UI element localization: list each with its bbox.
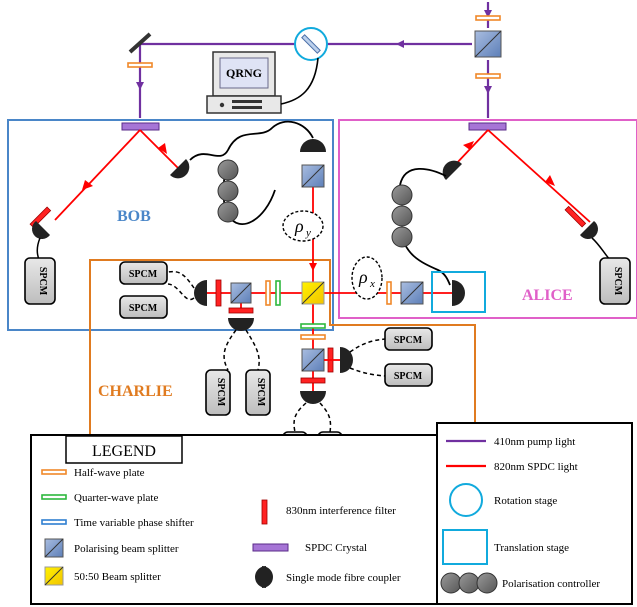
svg-text:x: x xyxy=(369,278,375,290)
bob-fibre xyxy=(189,120,314,161)
spcm-bob: SPCM xyxy=(24,257,56,305)
alice-charlie-coupler xyxy=(452,280,465,306)
charlie-left-coupler xyxy=(194,280,207,306)
svg-text:SPCM: SPCM xyxy=(129,303,158,314)
bob-spcm-coupler xyxy=(31,221,50,239)
qrng-computer xyxy=(206,51,282,114)
charlie-label: CHARLIE xyxy=(98,383,173,400)
bob-arm-pbs xyxy=(301,164,325,188)
alice-arm-pbs xyxy=(400,281,424,305)
charlie-v-quarter-wave-plate xyxy=(300,323,326,329)
alice-label: ALICE xyxy=(522,287,573,304)
qrng-label: QRNG xyxy=(226,66,262,80)
translation-stage xyxy=(431,271,486,313)
spcm-charlie-right-top: SPCM xyxy=(384,327,433,351)
spcm-charlie-left-bottom: SPCM xyxy=(119,295,168,319)
svg-text:Polarising beam splitter: Polarising beam splitter xyxy=(74,543,179,555)
spdc-arrows xyxy=(82,141,555,271)
charlie-bottom-coupler xyxy=(300,391,326,404)
svg-text:410nm pump light: 410nm pump light xyxy=(494,436,575,448)
pump-mirror xyxy=(128,32,152,54)
svg-text:Translation stage: Translation stage xyxy=(494,542,569,554)
spcm-charlie-mid-left: SPCM xyxy=(205,369,231,416)
svg-text:SPCM: SPCM xyxy=(37,267,48,296)
svg-text:820nm SPDC light: 820nm SPDC light xyxy=(494,461,578,473)
charlie-h-half-wave-plate xyxy=(265,280,271,306)
pump-half-wave-plate-left xyxy=(127,62,153,68)
svg-text:Half-wave plate: Half-wave plate xyxy=(74,467,145,479)
svg-text:SPCM: SPCM xyxy=(612,267,623,296)
rho-x-marker: ρ x xyxy=(351,256,383,300)
pump-arrows xyxy=(136,10,492,94)
qrng-cable xyxy=(280,57,319,105)
alice-box xyxy=(338,119,637,319)
charlie-h-quarter-wave-plate xyxy=(275,280,281,306)
bob-box xyxy=(7,119,334,331)
spcm-charlie-left-top: SPCM xyxy=(119,261,168,285)
alice-polarisation-controller xyxy=(391,184,413,248)
charlie-fibres xyxy=(167,270,387,433)
svg-text:Quarter-wave plate: Quarter-wave plate xyxy=(74,492,158,504)
svg-text:SPDC Crystal: SPDC Crystal xyxy=(305,542,367,554)
svg-text:Polarisation controller: Polarisation controller xyxy=(502,578,600,590)
svg-text:Time variable phase shifter: Time variable phase shifter xyxy=(74,517,194,529)
charlie-h-interference-filter xyxy=(215,279,222,307)
svg-text:SPCM: SPCM xyxy=(215,378,226,407)
bob-spdc-crystal xyxy=(121,122,160,131)
alice-half-wave-plate xyxy=(386,281,392,305)
svg-text:SPCM: SPCM xyxy=(394,371,423,382)
alice-spcm-coupler xyxy=(580,221,598,239)
charlie-h-down-filter xyxy=(228,307,254,314)
alice-arm-coupler xyxy=(442,160,462,180)
svg-text:SPCM: SPCM xyxy=(129,269,158,280)
charlie-v-down-filter xyxy=(300,377,326,384)
legend-main: LEGEND Half-wave plate Quarter-wave plat… xyxy=(30,434,470,605)
fibre-couplers xyxy=(31,139,598,404)
bob-charlie-coupler xyxy=(300,139,326,152)
charlie-bs-5050 xyxy=(301,281,325,305)
svg-text:50:50 Beam splitter: 50:50 Beam splitter xyxy=(74,571,161,583)
rotation-stage xyxy=(294,27,328,61)
svg-text:LEGEND: LEGEND xyxy=(92,443,156,460)
pump-half-wave-plate-top xyxy=(475,15,501,21)
legend-secondary: 410nm pump light 820nm SPDC light Rotati… xyxy=(436,422,633,605)
spcm-alice: SPCM xyxy=(599,257,631,305)
svg-text:830nm interference filter: 830nm interference filter xyxy=(286,505,396,517)
pump-pbs xyxy=(474,30,502,58)
svg-text:ρ: ρ xyxy=(294,216,304,236)
charlie-v-pbs xyxy=(301,348,325,372)
charlie-v-half-wave-plate xyxy=(300,334,326,340)
spcm-charlie-right-bottom: SPCM xyxy=(384,363,433,387)
svg-text:y: y xyxy=(305,227,311,239)
svg-text:ρ: ρ xyxy=(358,267,368,287)
bob-label: BOB xyxy=(117,208,151,225)
svg-text:Rotation stage: Rotation stage xyxy=(494,495,557,507)
svg-text:SPCM: SPCM xyxy=(394,335,423,346)
bob-arm-coupler xyxy=(170,159,190,179)
pump-half-wave-plate-right xyxy=(475,73,501,79)
svg-text:Single mode fibre coupler: Single mode fibre coupler xyxy=(286,572,401,584)
charlie-right-coupler xyxy=(340,347,353,373)
charlie-bottom-left-coupler xyxy=(228,318,254,331)
charlie-h-pbs xyxy=(230,282,252,304)
rho-y-marker: ρ y xyxy=(282,210,324,242)
spcm-charlie-mid-right: SPCM xyxy=(245,369,271,416)
bob-polarisation-controller xyxy=(217,159,239,223)
alice-fibre xyxy=(399,167,451,286)
svg-text:SPCM: SPCM xyxy=(255,378,266,407)
alice-interference-filter xyxy=(564,205,587,228)
alice-spdc-crystal xyxy=(468,122,507,131)
